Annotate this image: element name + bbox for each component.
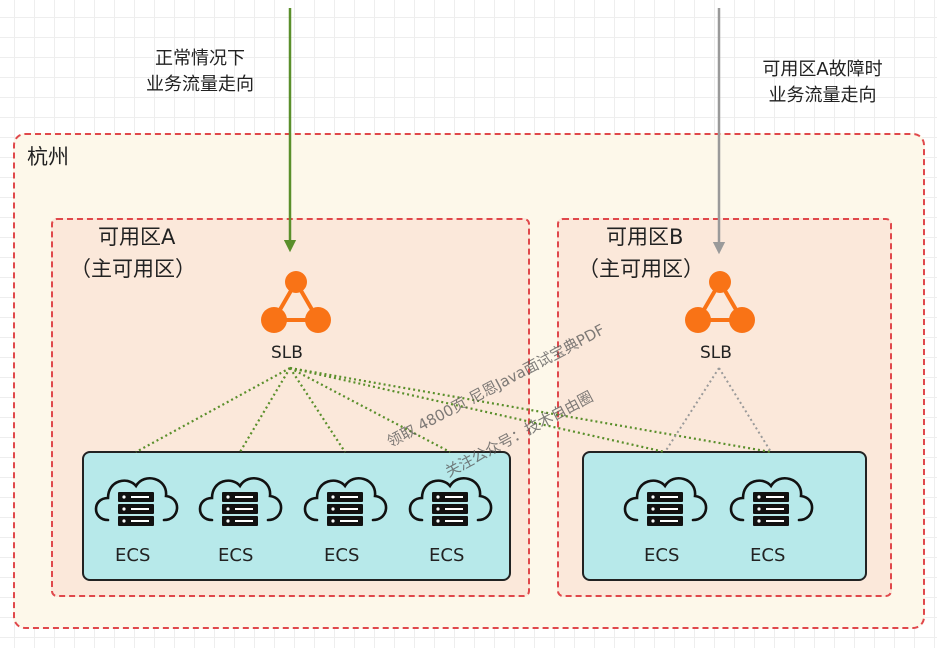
ecs-label: ECS bbox=[429, 545, 465, 566]
cloud-server-icon bbox=[623, 476, 708, 528]
fault-traffic-note-line2: 业务流量走向 bbox=[768, 85, 877, 106]
ecs-label: ECS bbox=[115, 545, 151, 566]
fault-traffic-note-line1: 可用区A故障时 bbox=[762, 59, 883, 80]
region-label: 杭州 bbox=[27, 145, 69, 169]
zone-b-subtitle: （主可用区） bbox=[578, 257, 704, 281]
zone-b-title: 可用区B bbox=[606, 225, 684, 249]
normal-traffic-note-line1: 正常情况下 bbox=[155, 48, 245, 69]
cloud-server-icon bbox=[729, 476, 814, 528]
cloud-server-icon bbox=[303, 476, 388, 528]
slb-a-label: SLB bbox=[271, 343, 303, 363]
ecs-group-zone-b bbox=[582, 451, 867, 581]
ecs-label: ECS bbox=[750, 545, 786, 566]
cloud-server-icon bbox=[94, 476, 179, 528]
fault-traffic-note: 可用区A故障时 业务流量走向 bbox=[740, 57, 905, 109]
zone-a-subtitle: （主可用区） bbox=[70, 257, 196, 281]
ecs-label: ECS bbox=[644, 545, 680, 566]
load-balancer-icon bbox=[259, 269, 333, 335]
ecs-label: ECS bbox=[218, 545, 254, 566]
load-balancer-icon bbox=[683, 269, 757, 335]
normal-traffic-note-line2: 业务流量走向 bbox=[146, 74, 254, 95]
slb-a-links bbox=[135, 366, 772, 454]
cloud-server-icon bbox=[408, 476, 493, 528]
zone-a-title: 可用区A bbox=[98, 225, 176, 249]
normal-traffic-note: 正常情况下 业务流量走向 bbox=[125, 46, 275, 98]
cloud-server-icon bbox=[198, 476, 283, 528]
slb-b-links bbox=[664, 367, 772, 453]
ecs-label: ECS bbox=[324, 545, 360, 566]
slb-b-label: SLB bbox=[700, 343, 732, 363]
